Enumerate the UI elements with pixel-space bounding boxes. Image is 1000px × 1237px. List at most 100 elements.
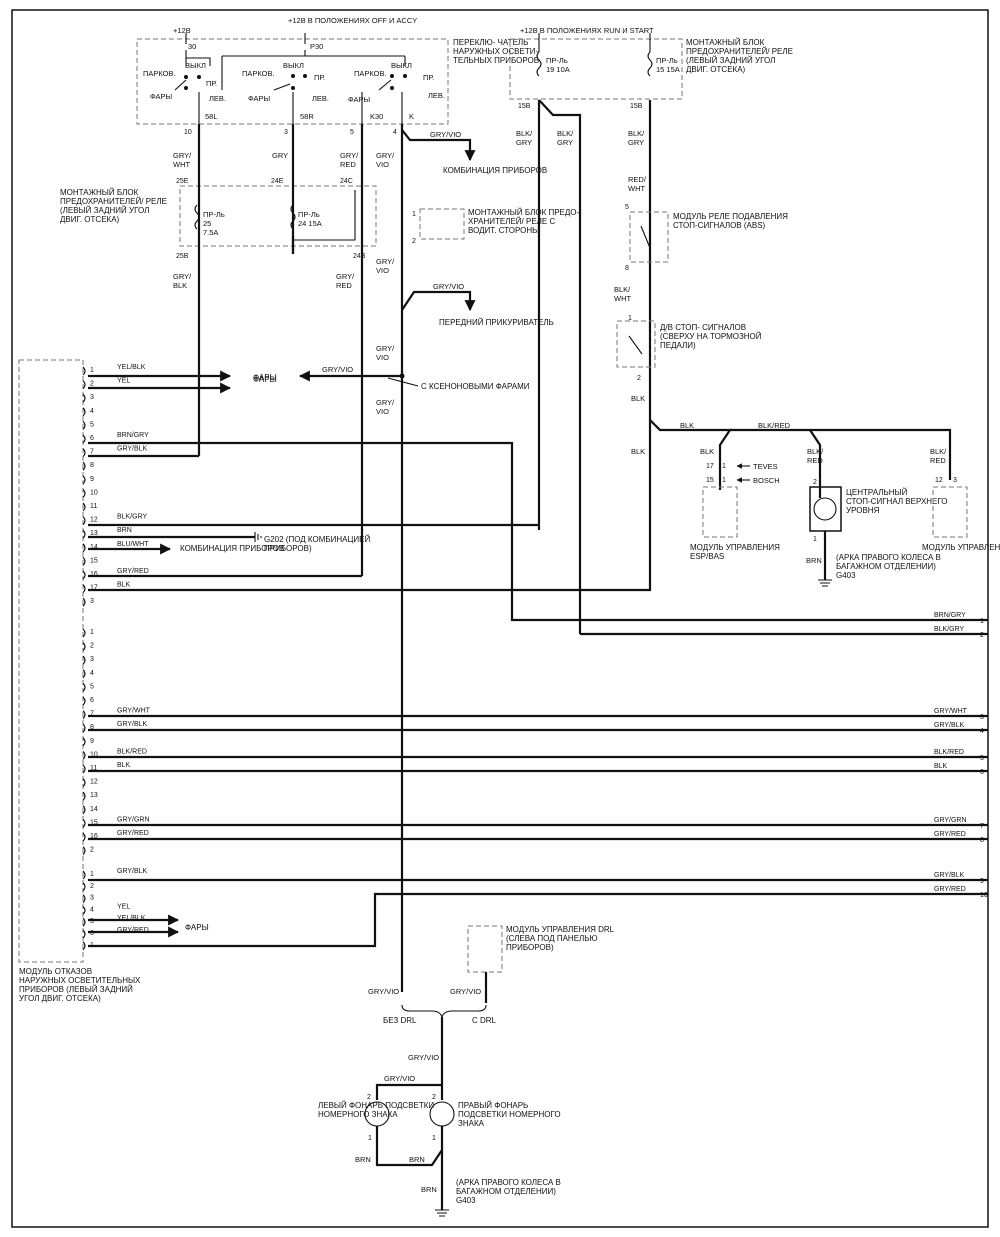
exit-number: 4 [980, 728, 984, 735]
wire-label-gry-vio-nodrl: GRY/VIO [368, 987, 399, 996]
switch2-right: ПР. [314, 73, 325, 82]
exit-wire-label: GRY/RED [934, 886, 966, 893]
pse-module-label: МОДУЛЬ УПРАВЛЕНИЯ PSE [922, 543, 1000, 552]
switch-bus-left [185, 50, 211, 66]
with-drl-label: С DRL [472, 1016, 497, 1025]
fuse24-to-24b [292, 190, 356, 241]
switch3-left: ЛЕВ. [428, 91, 445, 100]
exit-number: 7 [980, 823, 984, 830]
c2-pin-number: 14 [90, 806, 98, 813]
wire-to-cluster [401, 129, 476, 162]
c1-pin-number: 9 [90, 476, 94, 483]
connector-pin-icon [82, 529, 86, 539]
connector-pin-icon [82, 489, 86, 498]
plate-left-pin2: 2 [367, 1094, 371, 1101]
fuse-19-icon [536, 51, 542, 77]
c1-pin-number: 3 [90, 598, 94, 605]
brake-switch-pin2: 2 [637, 375, 641, 382]
connector-pin-icon [82, 434, 86, 444]
exit-wire-label: BLK [934, 763, 948, 770]
connector-pin-icon [82, 475, 86, 485]
c1-pin-number: 4 [90, 408, 94, 415]
wire-to-lighter [401, 290, 476, 312]
exit-wire-label: GRY/GRN [934, 817, 967, 824]
connector-pin-icon [82, 543, 86, 553]
connector-pin-icon [82, 448, 86, 457]
switch3-contact-b [403, 74, 407, 78]
switch1-contact-b [197, 75, 201, 79]
diagram-frame [11, 9, 989, 1228]
wire-label-gry-vio-low2: GRY/VIO [376, 398, 395, 416]
wire-label-brn-plate-right: BRN [409, 1155, 425, 1164]
c2-pin-number: 5 [90, 683, 94, 690]
wire-label-brn-chmsl: BRN [806, 556, 822, 565]
headlamps-label-c3: ФАРЫ [185, 923, 209, 932]
terminal-58l: 58L [205, 112, 218, 121]
connector-pin-icon [82, 917, 86, 927]
switch1-off: ВЫКЛ [185, 61, 206, 70]
switch2-left: ЛЕВ. [312, 94, 329, 103]
c1-pin-number: 1 [90, 367, 94, 374]
c1-pin-number: 3 [90, 394, 94, 401]
connector-pin-icon [82, 502, 86, 512]
exit-number: 1 [980, 618, 984, 625]
power-run-start-label: +12В В ПОЛОЖЕНИЯХ RUN И START [520, 26, 654, 35]
esp-module-box [702, 486, 738, 538]
wire-label-gry-red-mid: GRY/RED [336, 272, 355, 290]
chmsl-ground-icon [818, 579, 832, 587]
c2-pin-number: 9 [90, 738, 94, 745]
esp-pin1a: 1 [722, 463, 726, 470]
switch3-contact-c [390, 86, 394, 90]
c1-pin-number: 16 [90, 571, 98, 578]
chmsl-pin2: 2 [813, 479, 817, 486]
c1-wire-label: YEL [117, 378, 130, 385]
switch2-park: ПАРКОВ. [242, 69, 275, 78]
c1-pin-number: 14 [90, 544, 98, 551]
conn-25e: 25E [176, 178, 189, 185]
c1-pin-number: 17 [90, 585, 98, 592]
switch1-blade [174, 79, 187, 91]
connector-pin-icon [82, 683, 86, 692]
c1-wire-label: YEL/BLK [117, 364, 146, 371]
headlamps-label-top: ФАРЫ [253, 375, 277, 384]
power-12v-label: +12В [173, 26, 191, 35]
switch2-off: ВЫКЛ [283, 61, 304, 70]
wire-label-cluster: GRY/VIO [430, 130, 461, 139]
switch3-head: ФАРЫ [348, 95, 371, 104]
wire-label-blk-red-chmsl: BLK/RED [807, 447, 824, 465]
wire-blk-red-pse [810, 428, 952, 480]
connector-pin-icon [82, 791, 86, 801]
c2-pin-number: 8 [90, 724, 94, 731]
brake-relay-box [629, 211, 669, 263]
driver-fuse-block-box [419, 208, 465, 240]
c3-pin-number: 5 [90, 918, 94, 925]
c1-pin-number: 12 [90, 517, 98, 524]
connector-pin-icon [82, 380, 86, 389]
conn-24b: 24B [353, 253, 366, 260]
connector-pin-icon [82, 642, 86, 651]
wire-label-gry-vio-mid: GRY/VIO [376, 257, 395, 275]
lighter-label: ПЕРЕДНИЙ ПРИКУРИВАТЕЛЬ [439, 318, 554, 327]
exit-wire-label: GRY/BLK [934, 872, 965, 879]
c2-pin-number: 15 [90, 819, 98, 826]
connector-pin-icon [82, 696, 86, 706]
c1-pin-number: 5 [90, 421, 94, 428]
c1-pin-number: 11 [90, 503, 97, 510]
exit-wire-label: GRY/RED [934, 831, 966, 838]
wire-label-gry-vio-drl: GRY/VIO [450, 987, 481, 996]
driver-fuse-pin2: 2 [412, 238, 416, 245]
plate-right-pin2: 2 [432, 1094, 436, 1101]
connector-pin-icon [82, 628, 86, 638]
